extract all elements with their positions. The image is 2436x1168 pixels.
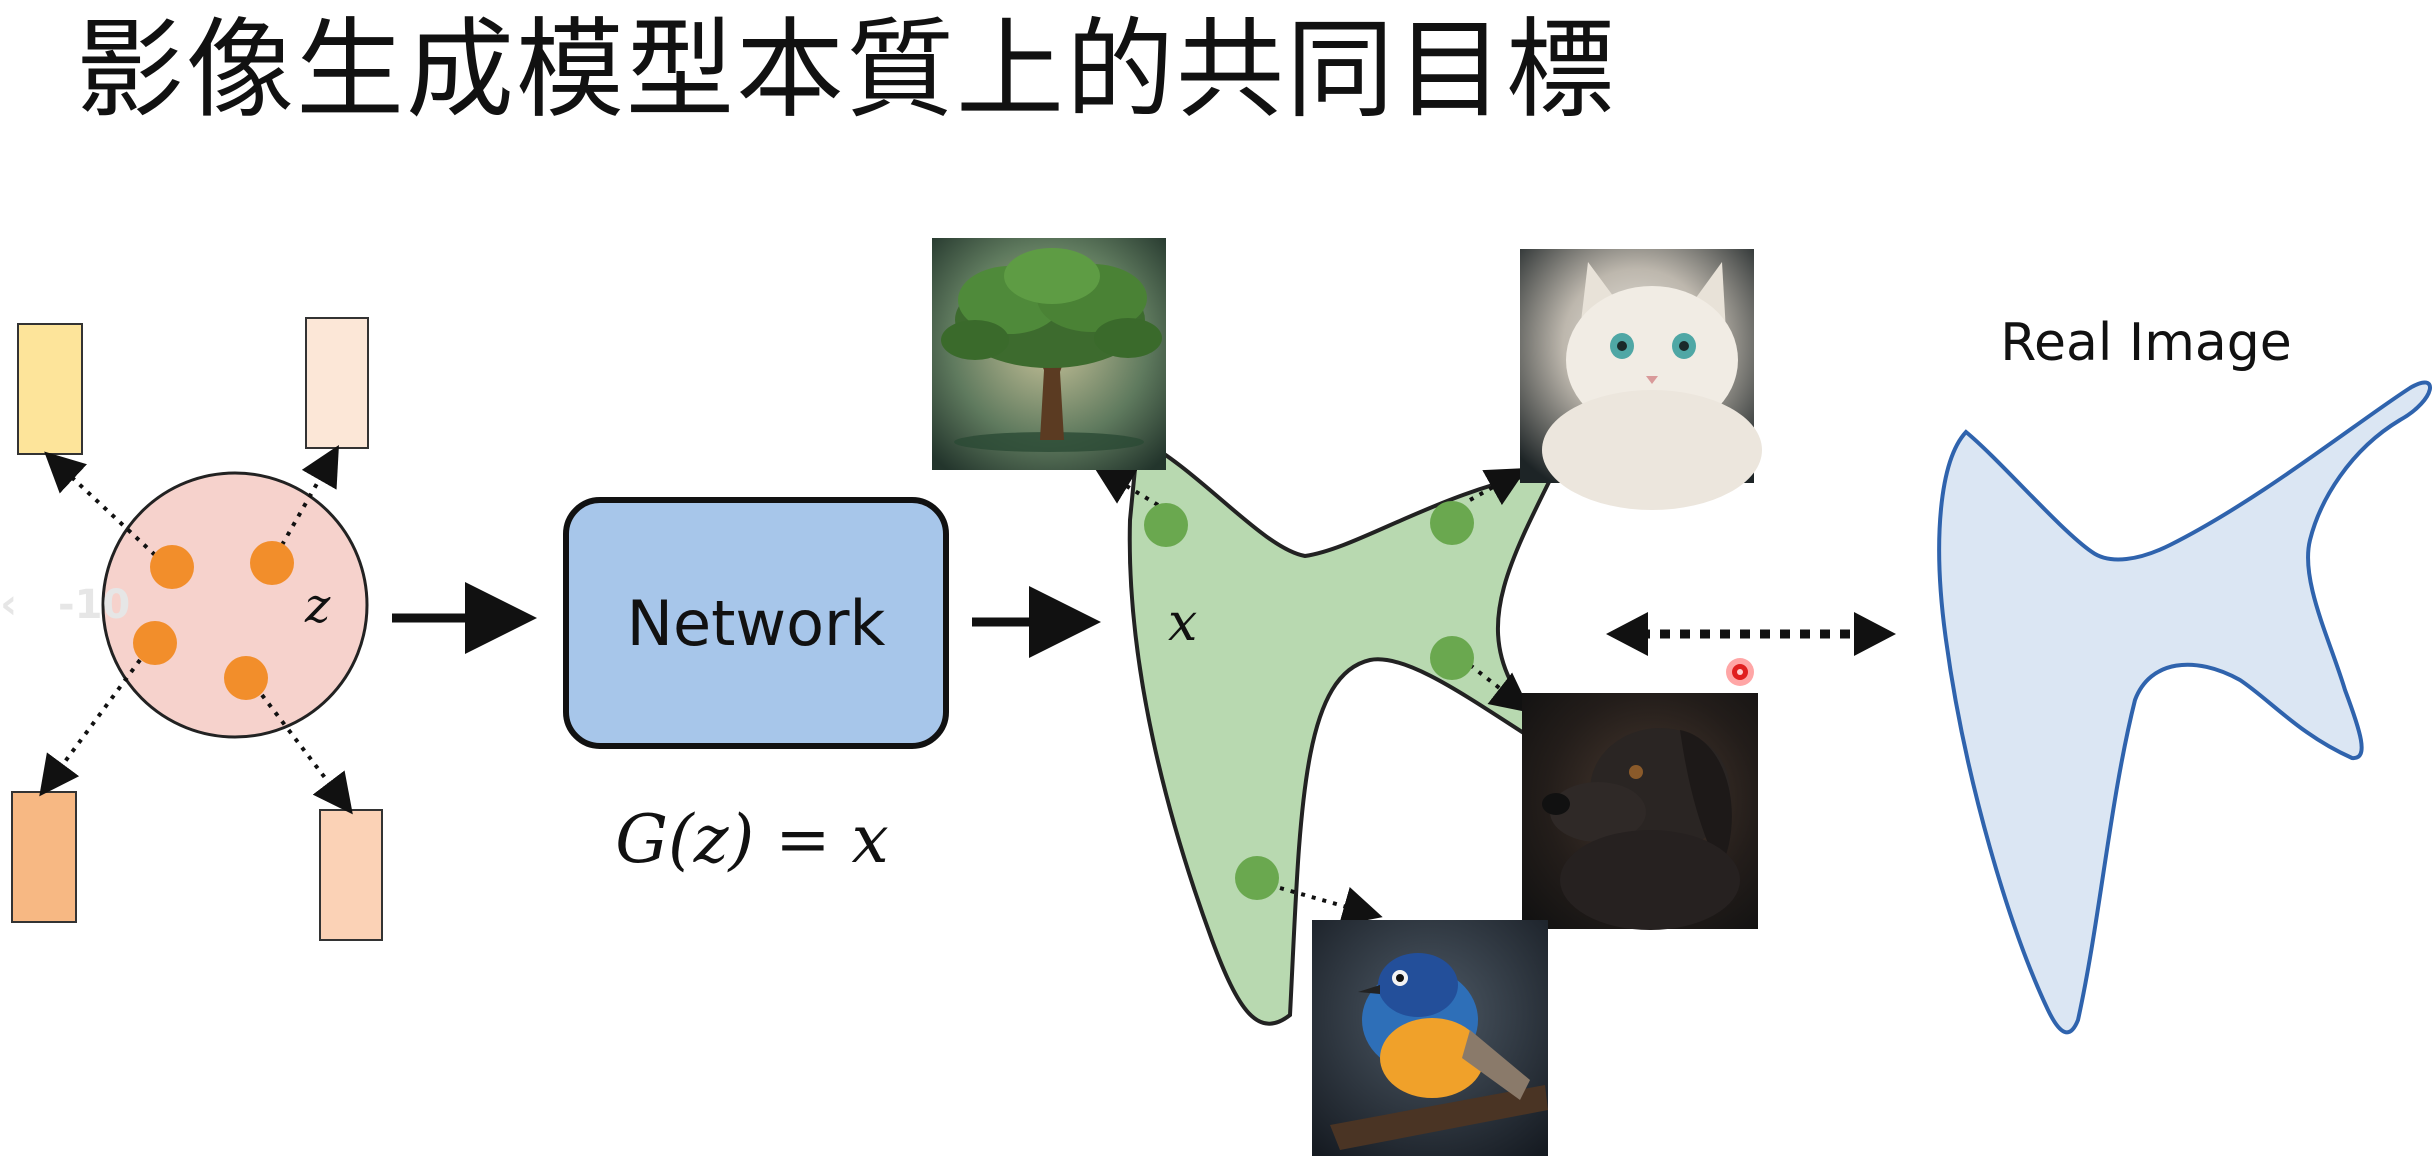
output-dot (1430, 636, 1474, 680)
latent-arrow-1 (44, 451, 157, 557)
output-dot (1430, 501, 1474, 545)
dog-image (1522, 693, 1758, 930)
comparison-arrow (1606, 612, 1896, 656)
bird-image (1312, 920, 1548, 1156)
output-arrow-tree (1093, 465, 1160, 507)
laser-pointer (1726, 658, 1754, 686)
latent-sample-box-2 (305, 317, 369, 449)
output-dot (1235, 856, 1279, 900)
video-seek-overlay: ‹ (0, 579, 17, 628)
latent-section: z ‹ -10 (0, 317, 383, 941)
video-seek-overlay-text: -10 (58, 582, 130, 628)
generator-formula: G(z) = x (615, 801, 888, 878)
real-image-label: Real Image (2000, 313, 2291, 373)
network-label: Network (627, 587, 886, 660)
real-image-distribution-blob (1937, 380, 2432, 1035)
latent-dot (133, 621, 177, 665)
latent-label: z (304, 578, 331, 634)
output-label: x (1168, 593, 1197, 653)
latent-arrow-4 (260, 693, 353, 815)
latent-sample-box-4 (319, 809, 383, 941)
real-image-section: Real Image (1937, 313, 2432, 1035)
latent-dot (150, 545, 194, 589)
cat-image (1520, 249, 1762, 510)
latent-sample-box-1 (17, 323, 83, 455)
tree-image (932, 238, 1166, 470)
output-dot (1144, 503, 1188, 547)
output-arrow-cat (1469, 468, 1527, 506)
latent-dot (250, 541, 294, 585)
latent-dot (224, 656, 268, 700)
network-box (563, 497, 949, 749)
latent-sample-box-3 (11, 791, 77, 923)
latent-arrow-2 (280, 445, 339, 546)
page-title: 影像生成模型本質上的共同目標 (76, 8, 1617, 133)
output-arrow-dog (1468, 663, 1532, 713)
network-section: Network G(z) = x (563, 497, 949, 878)
latent-arrow-3 (39, 658, 142, 797)
latent-space-circle (101, 471, 369, 739)
